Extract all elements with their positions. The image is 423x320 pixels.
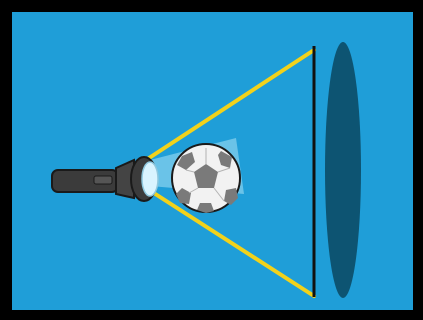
shadow-ellipse — [325, 42, 361, 298]
soccer-ball-icon — [172, 144, 240, 213]
